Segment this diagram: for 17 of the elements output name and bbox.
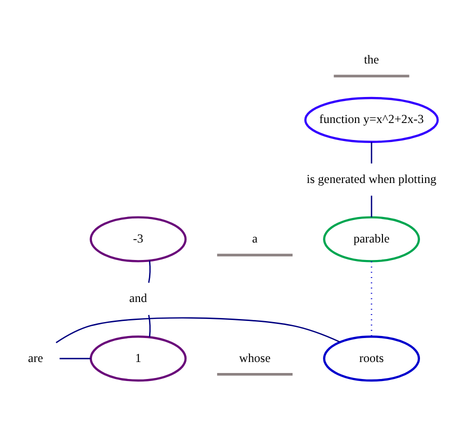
node-ellipse: parable [323,216,420,262]
connector [60,358,91,360]
node-ellipse: function y=x^2+2x-3 [304,96,439,143]
node-ellipse: roots [323,336,420,382]
node-ellipse: 1 [90,336,187,382]
connector [148,260,151,283]
node-ellipse: -3 [90,216,187,262]
node-text: is generated when plotting [306,172,436,186]
node-text: and [129,291,148,306]
node-text: whose [239,350,271,365]
connector [56,317,340,344]
connector [370,196,372,218]
connector [370,142,372,164]
connector [148,314,151,337]
node-text: the [364,52,380,67]
node-text: are [28,350,44,365]
node-text: a [252,232,258,246]
